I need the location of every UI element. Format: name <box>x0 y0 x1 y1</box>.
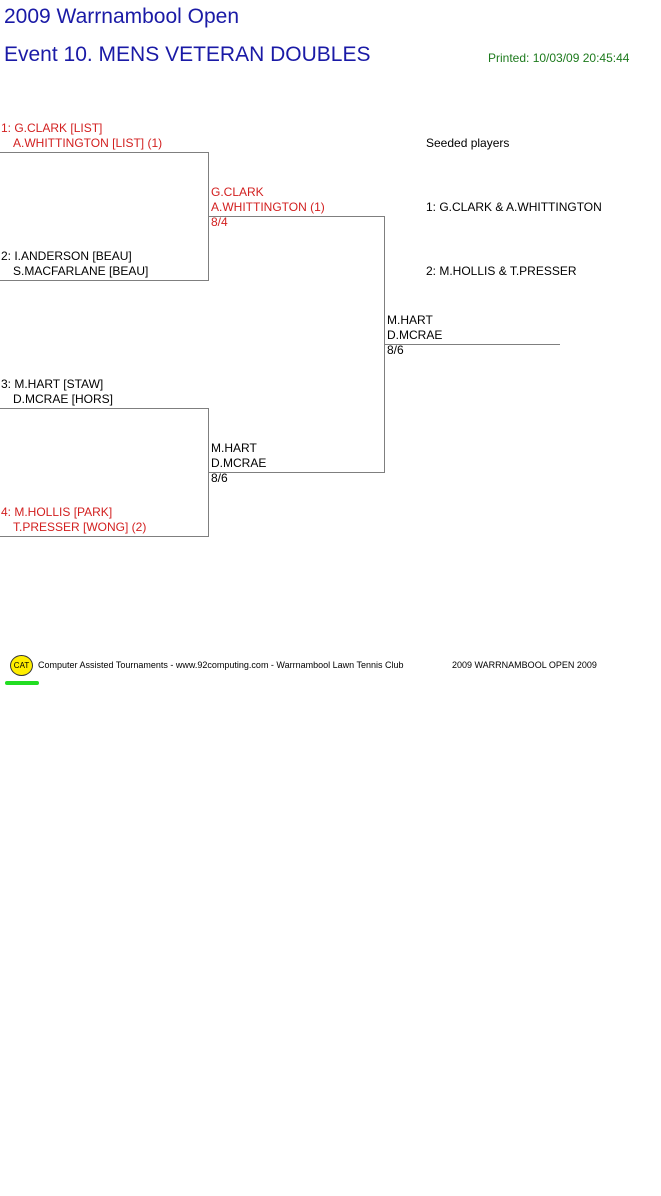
r1-entry-1-line <box>0 152 208 153</box>
event-title: Event 10. MENS VETERAN DOUBLES <box>4 43 371 66</box>
r1-entry-2-line1: 2: I.ANDERSON [BEAU] <box>1 249 132 263</box>
final-line1: M.HART <box>387 313 433 327</box>
r1-entry-3-line1: 3: M.HART [STAW] <box>1 377 104 391</box>
final-score: 8/6 <box>387 343 404 357</box>
seed-2: 2: M.HOLLIS & T.PRESSER <box>426 264 577 278</box>
seed-1: 1: G.CLARK & A.WHITTINGTON <box>426 200 602 214</box>
tournament-title: 2009 Warrnambool Open <box>4 5 240 28</box>
r1-entry-3-line2: D.MCRAE [HORS] <box>13 392 114 406</box>
final-line2: D.MCRAE <box>387 328 443 342</box>
r1-entry-4-line2: T.PRESSER [WONG] (2) <box>13 520 147 534</box>
cat-logo: CAT <box>10 655 33 676</box>
r2-entry-1-line <box>208 216 384 217</box>
footer-credit: Computer Assisted Tournaments - www.92co… <box>38 660 404 670</box>
r1-entry-3-line <box>0 408 208 409</box>
r1-entry-1-line1: 1: G.CLARK [LIST] <box>1 121 103 135</box>
r2-entry-2-line1: M.HART <box>211 441 257 455</box>
r2-entry-1-line1: G.CLARK <box>211 185 264 199</box>
r2-entry-2-score: 8/6 <box>211 471 228 485</box>
seeded-heading: Seeded players <box>426 136 510 150</box>
r1-entry-2-line <box>0 280 208 281</box>
r1-entry-2-line2: S.MACFARLANE [BEAU] <box>13 264 149 278</box>
r1-entry-1-line2: A.WHITTINGTON [LIST] (1) <box>13 136 163 150</box>
r2-entry-2-line <box>208 472 384 473</box>
cat-logo-underline <box>5 681 39 685</box>
r1-entry-4-line1: 4: M.HOLLIS [PARK] <box>1 505 113 519</box>
footer-event: 2009 WARRNAMBOOL OPEN 2009 <box>452 660 597 670</box>
r2-entry-2-line2: D.MCRAE <box>211 456 267 470</box>
r1-entry-4-line <box>0 536 208 537</box>
final-line <box>384 344 560 345</box>
printed-timestamp: Printed: 10/03/09 20:45:44 <box>488 51 630 65</box>
r2-entry-1-line2: A.WHITTINGTON (1) <box>211 200 325 214</box>
r2-entry-1-score: 8/4 <box>211 215 228 229</box>
